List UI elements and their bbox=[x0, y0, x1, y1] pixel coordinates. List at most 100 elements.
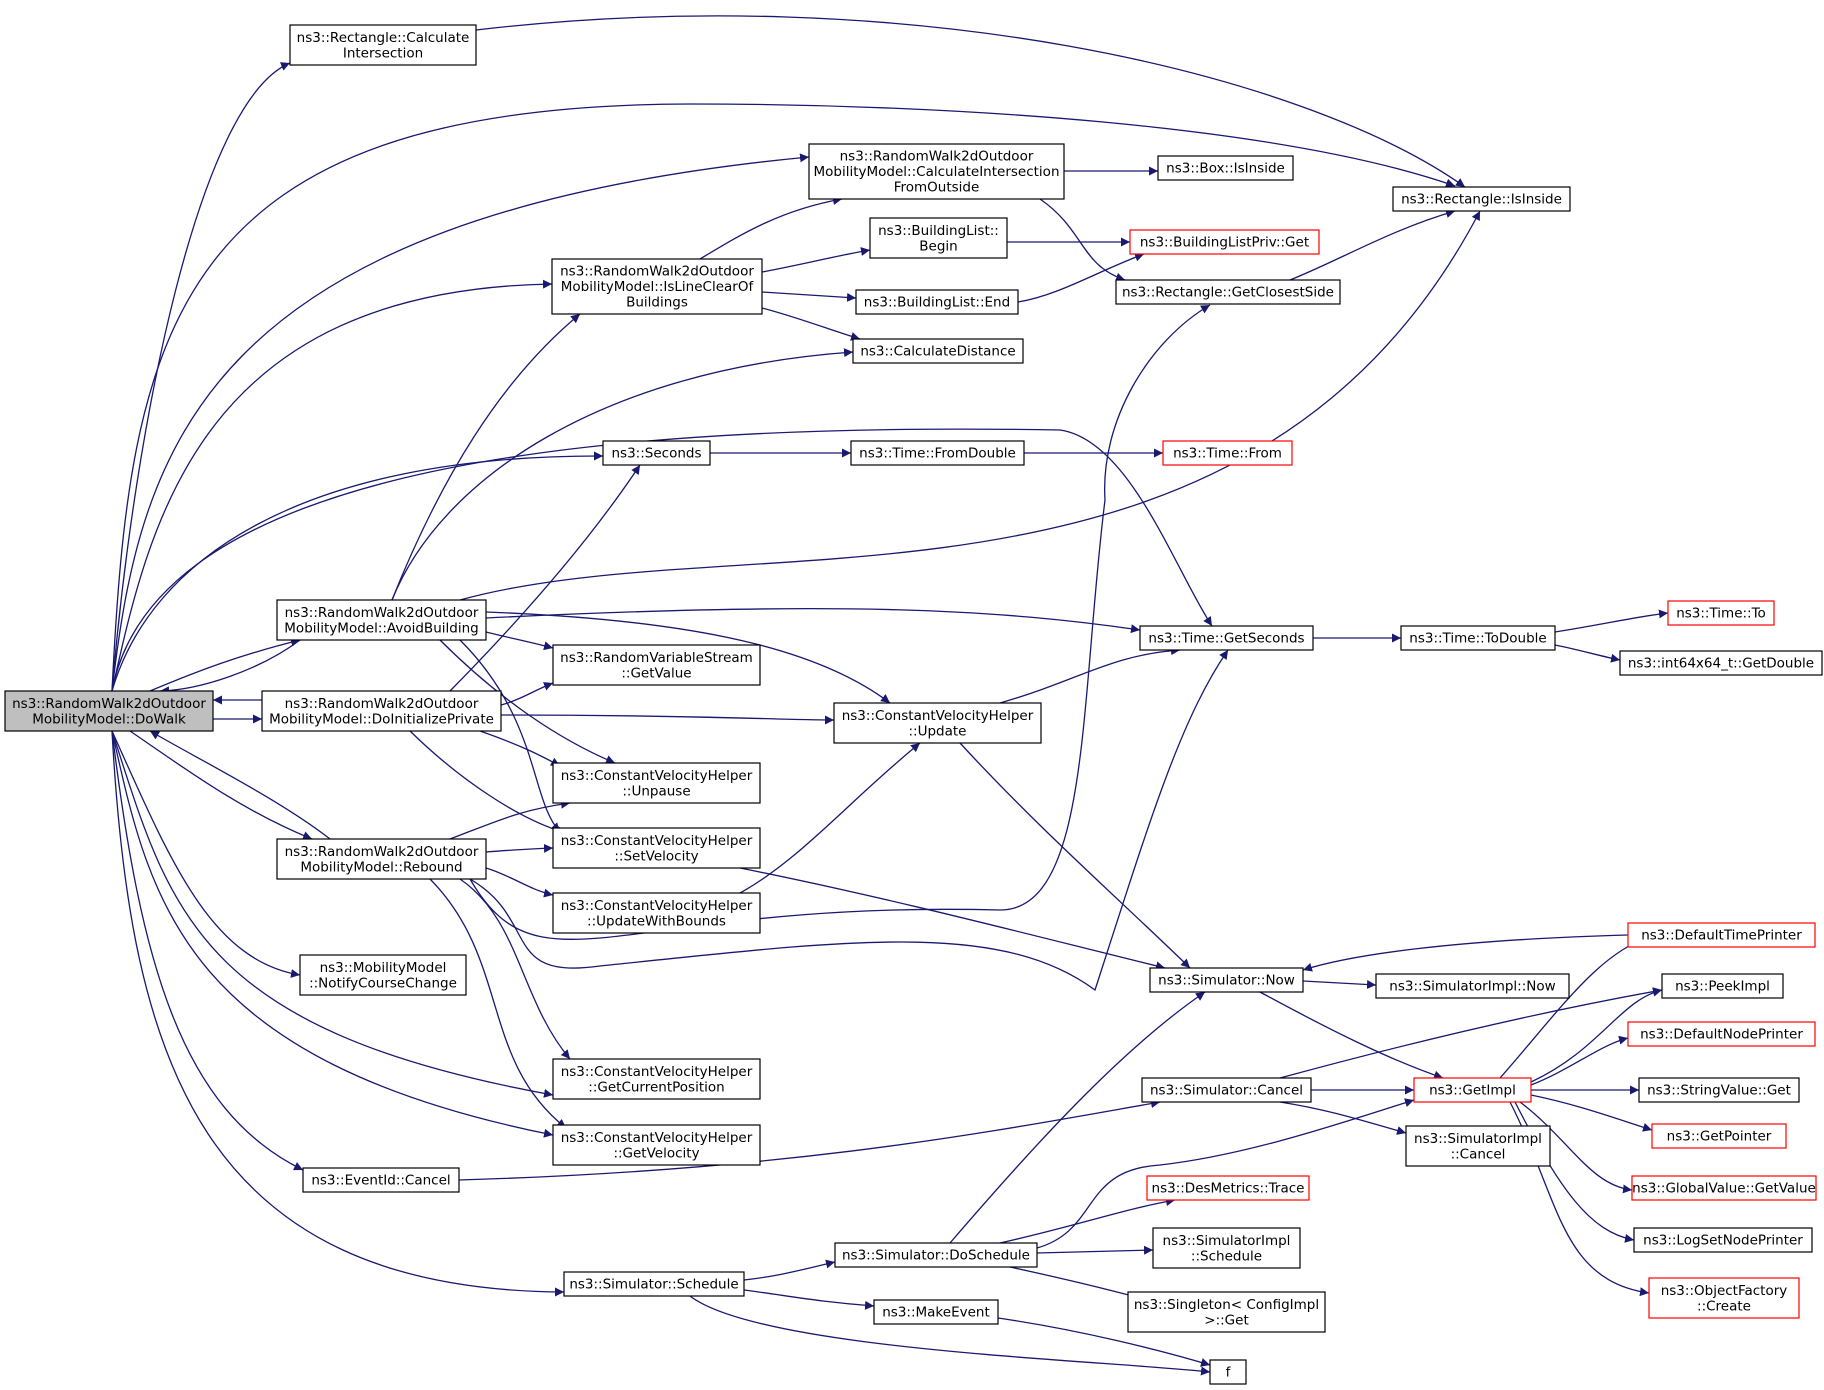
edge-to-getseconds bbox=[485, 607, 1141, 634]
node-sim-dosched[interactable]: ns3::Simulator::DoSchedule bbox=[834, 1242, 1038, 1268]
node-bl-begin[interactable]: ns3::BuildingList::Begin bbox=[869, 217, 1008, 259]
edge-to-time-to bbox=[1554, 609, 1669, 633]
node-blp-get[interactable]: ns3::BuildingListPriv::Get bbox=[1129, 229, 1320, 255]
node-f[interactable]: f bbox=[1209, 1359, 1247, 1385]
node-rvs-get[interactable]: ns3::RandomVariableStream::GetValue bbox=[552, 644, 761, 686]
node-rect-inside[interactable]: ns3::Rectangle::IsInside bbox=[1392, 186, 1571, 212]
node-label-line: Begin bbox=[919, 238, 957, 254]
node-peekimpl[interactable]: ns3::PeekImpl bbox=[1661, 973, 1784, 999]
node-rebound[interactable]: ns3::RandomWalk2dOutdoorMobilityModel::R… bbox=[276, 838, 487, 880]
node-label-line: ns3::Time::To bbox=[1676, 606, 1766, 622]
node-label-line: ns3::RandomWalk2dOutdoor bbox=[285, 696, 479, 712]
function-nodes: ns3::RandomWalk2dOutdoorMobilityModel::D… bbox=[4, 24, 1823, 1385]
node-gv-get[interactable]: ns3::GlobalValue::GetValue bbox=[1631, 1175, 1817, 1201]
node-label-line: ns3::Simulator::Schedule bbox=[569, 1277, 738, 1293]
node-makeevent[interactable]: ns3::MakeEvent bbox=[873, 1299, 999, 1325]
node-cvh-pos[interactable]: ns3::ConstantVelocityHelper::GetCurrentP… bbox=[552, 1058, 761, 1100]
node-time-from[interactable]: ns3::Time::From bbox=[1162, 440, 1293, 466]
node-simimpl-sched[interactable]: ns3::SimulatorImpl::Schedule bbox=[1152, 1227, 1301, 1269]
node-cvh-setvel[interactable]: ns3::ConstantVelocityHelper::SetVelocity bbox=[552, 827, 761, 869]
node-sv-get[interactable]: ns3::StringValue::Get bbox=[1638, 1077, 1800, 1103]
node-label-line: ns3::Simulator::Now bbox=[1158, 973, 1295, 989]
node-simimpl-now[interactable]: ns3::SimulatorImpl::Now bbox=[1375, 973, 1570, 999]
node-box bbox=[834, 1242, 1038, 1268]
edge-to-simimpl-cancel bbox=[1279, 1101, 1407, 1135]
node-box bbox=[551, 258, 763, 315]
node-cvh-unpause[interactable]: ns3::ConstantVelocityHelper::Unpause bbox=[552, 762, 761, 804]
node-label-line: ns3::DefaultTimePrinter bbox=[1641, 928, 1802, 944]
node-simimpl-cancel[interactable]: ns3::SimulatorImpl::Cancel bbox=[1405, 1125, 1551, 1167]
node-calcdist[interactable]: ns3::CalculateDistance bbox=[852, 338, 1024, 364]
node-deftime[interactable]: ns3::DefaultTimePrinter bbox=[1627, 922, 1816, 948]
node-label-line: ns3::RandomWalk2dOutdoor bbox=[12, 696, 206, 712]
node-rw-cifo[interactable]: ns3::RandomWalk2dOutdoorMobilityModel::C… bbox=[808, 143, 1065, 200]
node-sim-sched[interactable]: ns3::Simulator::Schedule bbox=[563, 1271, 745, 1297]
node-box bbox=[1405, 1125, 1551, 1167]
node-seconds[interactable]: ns3::Seconds bbox=[602, 440, 711, 466]
node-label-line: ns3::BuildingList::End bbox=[864, 295, 1010, 311]
node-label-line: ns3::ObjectFactory bbox=[1661, 1283, 1788, 1299]
node-box-inside[interactable]: ns3::Box::IsInside bbox=[1157, 155, 1294, 181]
node-box bbox=[1129, 229, 1320, 255]
node-of-create[interactable]: ns3::ObjectFactory::Create bbox=[1648, 1277, 1800, 1319]
node-label-line: ns3::BuildingList:: bbox=[878, 223, 999, 239]
node-box bbox=[808, 143, 1065, 200]
node-dowalk[interactable]: ns3::RandomWalk2dOutdoorMobilityModel::D… bbox=[4, 690, 214, 732]
node-label-line: ns3::ConstantVelocityHelper bbox=[561, 1130, 753, 1146]
node-box bbox=[852, 338, 1024, 364]
node-box bbox=[1375, 973, 1570, 999]
node-label-line: ns3::RandomWalk2dOutdoor bbox=[840, 149, 1034, 165]
node-label-line: ns3::StringValue::Get bbox=[1647, 1083, 1791, 1099]
edge-to-rw-lineclear bbox=[391, 313, 581, 601]
node-box bbox=[1146, 1175, 1310, 1201]
node-label-line: ::GetValue bbox=[621, 665, 691, 681]
node-cvh-uwb[interactable]: ns3::ConstantVelocityHelper::UpdateWithB… bbox=[552, 892, 761, 934]
node-box bbox=[1162, 440, 1293, 466]
node-rw-lineclear[interactable]: ns3::RandomWalk2dOutdoorMobilityModel::I… bbox=[551, 258, 763, 315]
edge-to-cvh-update bbox=[500, 714, 835, 725]
node-avoid[interactable]: ns3::RandomWalk2dOutdoorMobilityModel::A… bbox=[276, 599, 487, 641]
node-cvh-vel[interactable]: ns3::ConstantVelocityHelper::GetVelocity bbox=[552, 1124, 761, 1166]
edge-to-rect-ci bbox=[111, 62, 291, 692]
node-box bbox=[276, 599, 487, 641]
node-box bbox=[1627, 1021, 1816, 1047]
node-label-line: ns3::Rectangle::Calculate bbox=[297, 30, 470, 46]
node-fromdouble[interactable]: ns3::Time::FromDouble bbox=[850, 440, 1025, 466]
node-box bbox=[552, 762, 761, 804]
node-doinit[interactable]: ns3::RandomWalk2dOutdoorMobilityModel::D… bbox=[261, 690, 502, 732]
node-label-line: ns3::MakeEvent bbox=[882, 1305, 990, 1321]
node-singleton[interactable]: ns3::Singleton< ConfigImpl>::Get bbox=[1127, 1291, 1326, 1333]
node-defnode[interactable]: ns3::DefaultNodePrinter bbox=[1627, 1021, 1816, 1047]
node-cvh-update[interactable]: ns3::ConstantVelocityHelper::Update bbox=[833, 702, 1042, 744]
node-label-line: ns3::Time::FromDouble bbox=[859, 446, 1016, 462]
node-label-line: ns3::SimulatorImpl bbox=[1414, 1131, 1542, 1147]
node-getpointer[interactable]: ns3::GetPointer bbox=[1651, 1123, 1787, 1149]
node-label-line: ns3::RandomWalk2dOutdoor bbox=[285, 844, 479, 860]
edge-to-rect-closest bbox=[469, 304, 1211, 941]
node-getseconds[interactable]: ns3::Time::GetSeconds bbox=[1139, 625, 1314, 651]
node-box bbox=[4, 690, 214, 732]
edge-to-rect-inside bbox=[459, 210, 1481, 601]
node-getimpl[interactable]: ns3::GetImpl bbox=[1413, 1077, 1532, 1103]
edge-to-rect-inside bbox=[111, 103, 1456, 692]
node-label-line: ns3::RandomVariableStream bbox=[560, 650, 753, 666]
node-sim-cancel[interactable]: ns3::Simulator::Cancel bbox=[1141, 1077, 1312, 1103]
node-todouble[interactable]: ns3::Time::ToDouble bbox=[1400, 625, 1556, 651]
node-logset[interactable]: ns3::LogSetNodePrinter bbox=[1633, 1227, 1813, 1253]
node-box bbox=[552, 892, 761, 934]
node-mm-notify[interactable]: ns3::MobilityModel::NotifyCourseChange bbox=[299, 954, 467, 996]
node-rect-closest[interactable]: ns3::Rectangle::GetClosestSide bbox=[1115, 279, 1341, 305]
edge-to-peekimpl bbox=[1279, 987, 1663, 1079]
edge-to-getseconds bbox=[111, 428, 1213, 692]
edge-to-getpointer bbox=[1530, 1094, 1653, 1132]
node-desm-trace[interactable]: ns3::DesMetrics::Trace bbox=[1146, 1175, 1310, 1201]
node-rect-ci[interactable]: ns3::Rectangle::CalculateIntersection bbox=[289, 24, 477, 66]
node-sim-now[interactable]: ns3::Simulator::Now bbox=[1149, 967, 1304, 993]
node-time-to[interactable]: ns3::Time::To bbox=[1667, 600, 1775, 626]
node-label-line: ns3::Rectangle::IsInside bbox=[1401, 192, 1562, 208]
edge-to-rect-inside bbox=[1289, 209, 1456, 281]
node-getdouble[interactable]: ns3::int64x64_t::GetDouble bbox=[1619, 650, 1823, 676]
node-bl-end[interactable]: ns3::BuildingList::End bbox=[855, 289, 1019, 315]
node-label-line: ::Unpause bbox=[622, 783, 690, 799]
node-ev-cancel[interactable]: ns3::EventId::Cancel bbox=[302, 1167, 460, 1193]
